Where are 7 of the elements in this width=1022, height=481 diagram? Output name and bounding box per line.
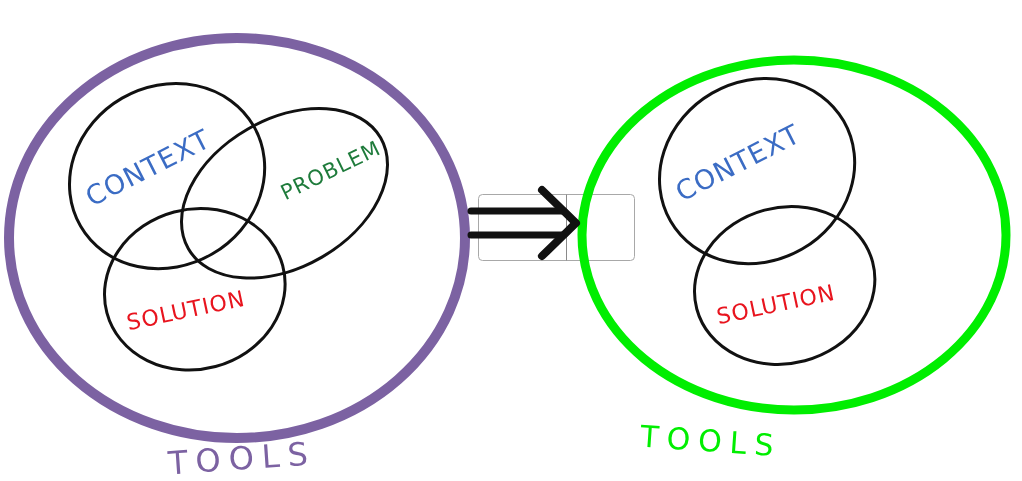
venn-ellipse xyxy=(103,206,287,372)
venn-ellipse xyxy=(657,76,857,266)
venn-ellipse xyxy=(67,81,267,271)
circle-label: TOOLS xyxy=(166,436,318,481)
venn-ellipse xyxy=(693,204,877,366)
circle-label: TOOLS xyxy=(639,419,783,463)
arrow xyxy=(467,186,580,260)
